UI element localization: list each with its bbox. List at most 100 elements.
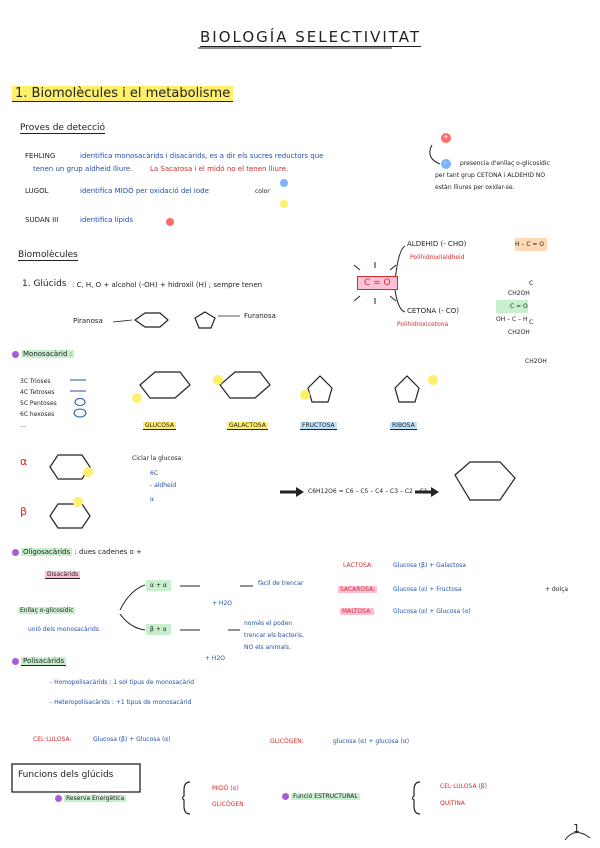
estructural-label: Funció ESTRUCTURAL (282, 793, 360, 800)
reserva-item-1: MIDÓ (α) (212, 785, 239, 792)
ald-line-1: H – C = O (515, 238, 547, 251)
glucids-formula: : C, H, O + alcohol (-OH) + hidroxil (H)… (72, 281, 263, 289)
disacarids-label: Disacàrids (45, 571, 81, 579)
side-text-2: per tant grup CETONA i ALDEHID NO (435, 172, 546, 179)
fehling-label: FEHLING (25, 152, 56, 160)
ciclar-aldheid: - aldheid (150, 482, 177, 489)
furanosa-shape (194, 311, 216, 329)
cet-line-1: CH2OH (508, 290, 530, 297)
reserva-text: Reserva Energètica (64, 795, 127, 802)
linear-chain: C6H12O6 = C6 – C5 – C4 – C3 – C2 – C1 (308, 488, 428, 495)
bullet-dot (12, 657, 19, 665)
bullet-dot (12, 548, 19, 556)
cetona-sub: Polihidroxicetona (397, 321, 449, 328)
sacarosa-extra: + dolça (545, 586, 569, 593)
name-galactosa: GALACTOSA (227, 422, 268, 430)
type-trioses: 3C Trioses (20, 378, 51, 385)
estructural-text: Funció ESTRUCTURAL (291, 793, 360, 800)
sudan-label: SUDAN III (25, 216, 59, 224)
page-number: 1 (573, 822, 580, 835)
beta-label: β + α (146, 624, 171, 635)
oligo-heading: Oligosacàrids : dues cadenes o + (12, 548, 142, 556)
lugol-color: color (255, 188, 270, 195)
section-title: 1. Biomolècules i el metabolisme (12, 86, 234, 102)
cet-line-4: CH2OH (508, 329, 530, 336)
type-hexoses: 6C hexoses (20, 411, 55, 418)
alfa-label: α + α (146, 580, 171, 591)
estructural-item-1: CEL·LULOSA (β) (440, 783, 487, 790)
bullet-dot (282, 793, 289, 800)
beta-symbol: β (20, 505, 28, 518)
ciclar-6c: 6C (150, 470, 159, 477)
ciclar-alpha: α (150, 496, 154, 503)
name-ribosa: RIBOSA (390, 422, 417, 430)
estructural-item-2: QUITINA (440, 800, 465, 807)
aldehid-label: ALDEHID (- CHO) (407, 240, 467, 248)
glicogen-label: GLICÒGEN: (270, 738, 304, 745)
reserva-label: Reserva Energètica (55, 795, 127, 802)
aldehid-sub: Polihidroxilaldheid (410, 254, 465, 261)
page-title: BIOLOGÍA SELECTIVITAT (200, 28, 422, 46)
monosacarid-heading-text: Monosacàrid : (21, 350, 74, 358)
nomes-text-2: trencar els bacteris, (244, 632, 304, 639)
oligo-heading-text: Oligosacàrids (21, 548, 73, 556)
proves-heading: Proves de detecció (20, 123, 106, 134)
oligo-heading-rest: : dues cadenes o + (74, 548, 142, 556)
furanosa-label: Furanosa (244, 312, 276, 320)
lugol-label: LUGOL (25, 187, 49, 195)
type-more: ... (20, 422, 26, 429)
fehling-note: La Sacarosa i el midó no el tenen lliure… (150, 165, 289, 173)
nomes-text-3: NO els animals. (244, 644, 291, 651)
monosacarid-types: 3C Trioses 4C Tetroses 5C Pentoses 6C he… (20, 376, 57, 431)
name-fructosa: FRUCTOSA (300, 422, 337, 430)
piranosa-shape (133, 312, 169, 328)
aldehid-structure: H – C = O C C CH2OH (515, 212, 547, 381)
side-text-3: estàn lliures per oxidar-se. (435, 184, 515, 191)
h2o-2: + H2O (205, 655, 225, 662)
lactosa-label: LACTOSA: (343, 562, 373, 569)
funcions-heading: Funcions dels glúcids (18, 770, 114, 780)
homo-text: - Homopolisacàrids : 1 sol tipus de mono… (50, 679, 195, 686)
ciclar-label: Ciclar la glucosa: (132, 455, 184, 462)
poli-heading: Polisacàrids (12, 657, 67, 666)
hetero-text: - Heteropolisacàrids : +1 tipus de monos… (50, 699, 192, 706)
h2o-1: + H2O (212, 600, 232, 607)
ald-line-2: C (529, 280, 534, 287)
minus-sign: - (444, 159, 447, 167)
poli-heading-text: Polisacàrids (21, 657, 67, 666)
lactosa-value: Glucosa (β) + Galactosa (393, 562, 466, 569)
piranosa-label: Piranosa (73, 317, 103, 325)
facil-text: fàcil de trencar (258, 580, 304, 587)
bullet-dot (55, 795, 62, 802)
maltosa-label: MALTOSA: (340, 608, 375, 615)
co-box: C = O (357, 276, 398, 290)
plus-sign: + (443, 133, 449, 141)
lugol-text: identifica MIDÓ per oxidació del Iode (80, 187, 209, 195)
fehling-text: identifica monosacàrids i disacàrids, es… (80, 152, 324, 160)
enllac-label-2: unió dels monosacàrids. (28, 626, 101, 633)
cet-line-2: C = O (496, 300, 528, 313)
ald-line-3: C (529, 319, 534, 326)
sudan-text: identifica lípids (80, 216, 133, 224)
ald-line-4: CH2OH (525, 358, 547, 365)
cellulosa-label: CEL·LULOSA: (33, 736, 72, 743)
type-tetroses: 4C Tetroses (20, 389, 55, 396)
name-glucosa: GLUCOSA (143, 422, 177, 430)
sacarosa-value: Glucosa (α) + Fructosa (393, 586, 462, 593)
sacarosa-label: SACAROSA: (338, 586, 378, 593)
cetona-structure: CH2OH C = O OH – C – H CH2OH (496, 287, 530, 339)
plus-circle (441, 133, 451, 143)
type-pentoses: 5C Pentoses (20, 400, 57, 407)
reserva-item-2: GLICÒGEN (212, 801, 244, 808)
cetona-label: CETONA (- CO) (407, 307, 459, 315)
alpha-symbol: α (20, 455, 28, 468)
minus-circle (441, 159, 451, 169)
nomes-text: només el poden (244, 620, 293, 627)
enllac-label: Enllaç o-glicosídic (18, 607, 76, 614)
monosacarid-heading: Monosacàrid : (12, 350, 74, 358)
cet-line-3: OH – C – H (496, 316, 528, 323)
bullet-dot (12, 350, 19, 358)
fehling-text2: tenen un grup aldheid lliure. (33, 165, 133, 173)
maltosa-value: Glucosa (α) + Glucosa (α) (393, 608, 471, 615)
